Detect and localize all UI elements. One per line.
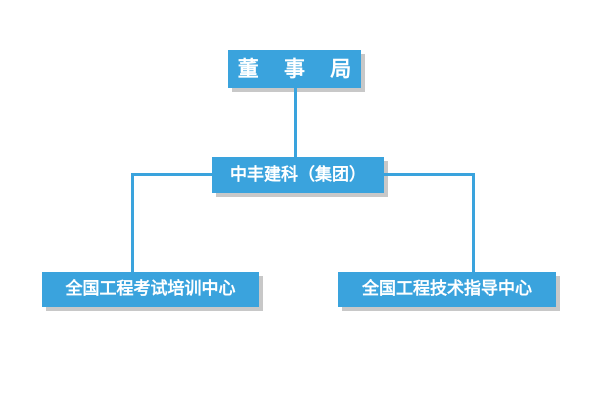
org-node-group[interactable]: 中丰建科（集团） xyxy=(212,157,384,193)
connector-group-to-tech-center-vertical xyxy=(472,173,475,272)
connector-group-to-exam-center-vertical xyxy=(131,173,134,272)
org-node-board[interactable]: 董 事 局 xyxy=(228,50,361,88)
connector-group-to-tech-center-horizontal xyxy=(384,173,475,176)
connector-group-to-exam-center-horizontal xyxy=(131,173,212,176)
org-node-tech-center[interactable]: 全国工程技术指导中心 xyxy=(338,272,556,307)
connector-board-to-group xyxy=(294,88,297,157)
org-node-exam-center[interactable]: 全国工程考试培训中心 xyxy=(42,272,259,307)
